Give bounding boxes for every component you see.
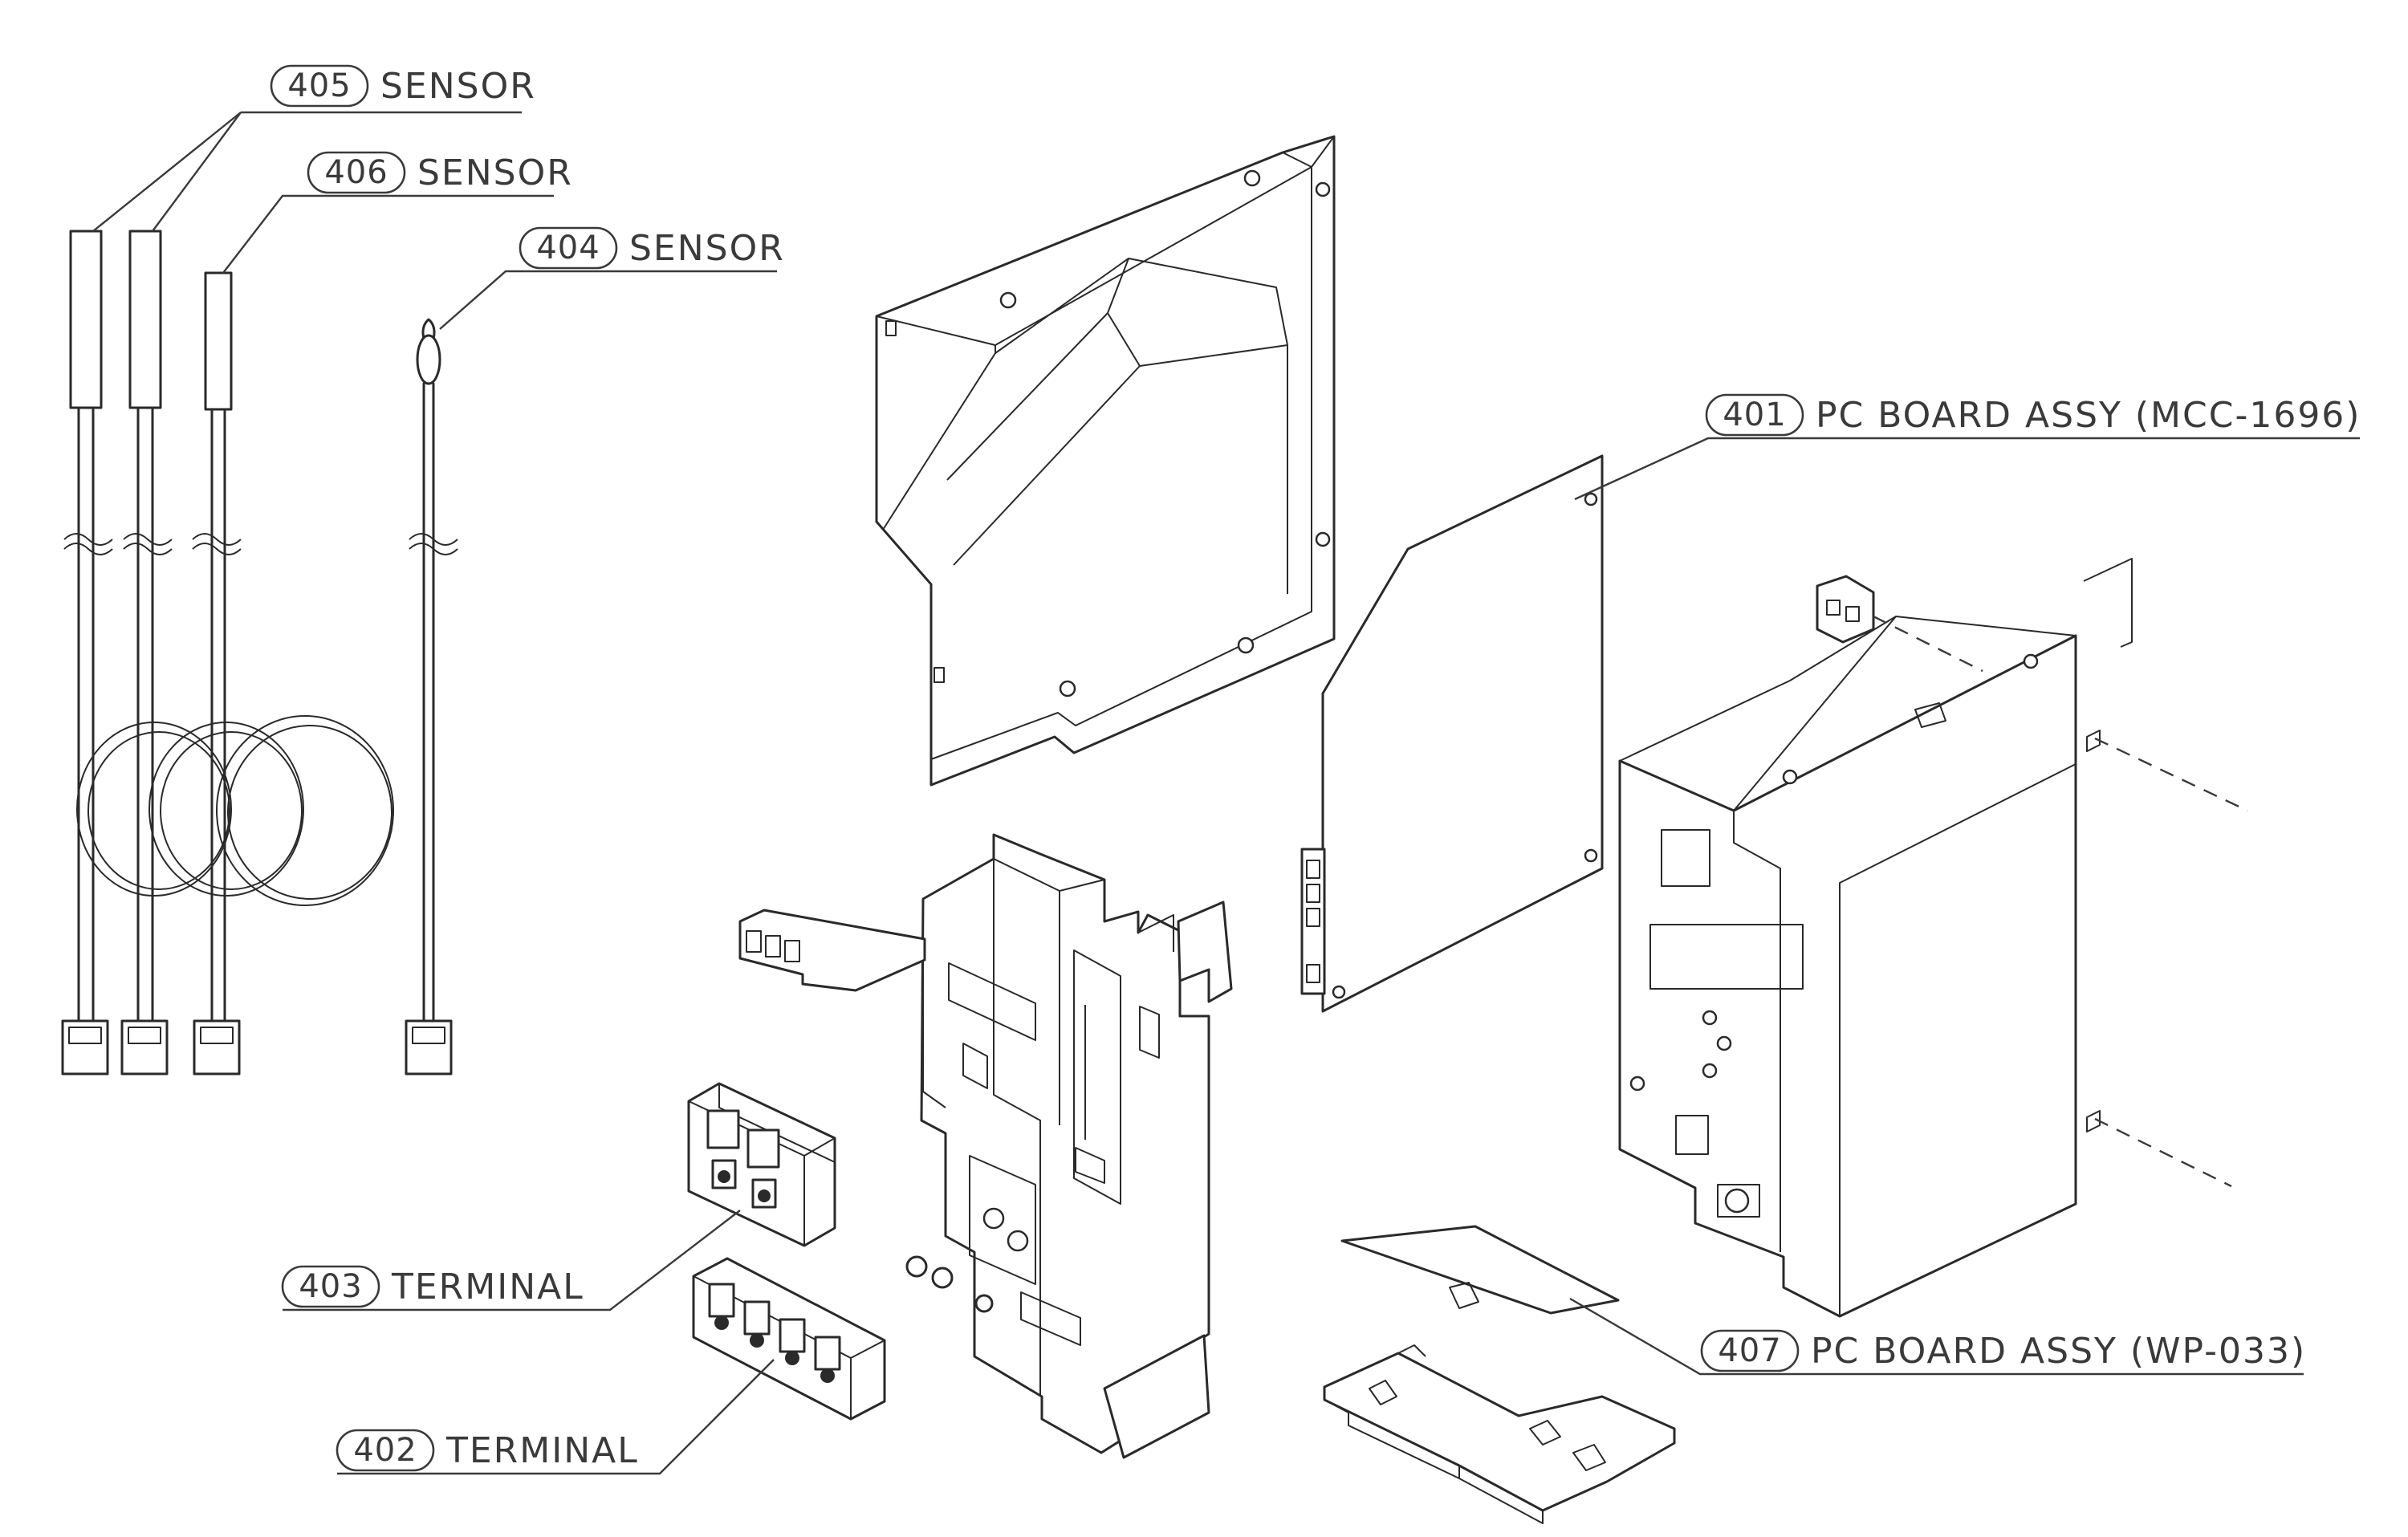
sensor-405-b [120, 230, 173, 1075]
sensor-404 [405, 318, 458, 1075]
leader-402 [337, 1359, 775, 1475]
leader-405-b [152, 112, 242, 232]
callout-402: 402 TERMINAL [336, 1429, 639, 1472]
leader-406 [222, 194, 554, 274]
callout-401-text: PC BOARD ASSY (MCC-1696) [1816, 395, 2361, 436]
callout-403-text: TERMINAL [391, 1267, 584, 1307]
chassis-screws [905, 1255, 994, 1313]
callout-406: 406 SENSOR [307, 151, 573, 194]
pc-board-407 [1340, 1225, 1620, 1315]
callout-403: 403 TERMINAL [281, 1265, 584, 1308]
callout-405: 405 SENSOR [270, 64, 536, 108]
callout-407-text: PC BOARD ASSY (WP-033) [1811, 1331, 2306, 1372]
callout-406-text: SENSOR [417, 152, 573, 193]
board-case-407 [1323, 1344, 1676, 1524]
leader-401 [1574, 437, 2360, 501]
terminal-chassis [920, 833, 1210, 1454]
callout-407: 407 PC BOARD ASSY (WP-033) [1700, 1329, 2306, 1372]
bracket-housing [875, 135, 1336, 787]
callout-405-text: SENSOR [380, 66, 536, 107]
box-connector [1816, 575, 1875, 644]
callout-402-number: 402 [353, 1432, 417, 1469]
leader-405-a [92, 112, 242, 232]
callout-403-number: 403 [299, 1268, 362, 1305]
callout-406-number: 406 [324, 154, 388, 191]
callout-401: 401 PC BOARD ASSY (MCC-1696) [1705, 393, 2361, 437]
callout-404: 404 SENSOR [519, 226, 785, 270]
callout-401-number: 401 [1723, 396, 1786, 433]
control-box [1618, 558, 2133, 1318]
callout-407-number: 407 [1718, 1332, 1781, 1369]
terminal-403 [687, 1082, 836, 1247]
callout-402-text: TERMINAL [445, 1430, 639, 1471]
leader-407 [1569, 1297, 2304, 1376]
callout-405-number: 405 [287, 67, 351, 104]
chassis-arm-right [1103, 901, 1233, 1459]
chassis-arm-left [738, 909, 926, 992]
terminal-402 [692, 1257, 886, 1421]
sensor-lead-coils [76, 715, 394, 906]
mounting-dash-lines [1873, 615, 2248, 1188]
pc-board-401 [1300, 454, 1604, 1013]
leader-404 [439, 270, 777, 330]
leader-403 [283, 1210, 741, 1311]
sensor-405-a [61, 230, 113, 1075]
callout-404-number: 404 [536, 230, 600, 266]
callout-404-text: SENSOR [629, 228, 785, 269]
sensor-406 [192, 271, 242, 1075]
